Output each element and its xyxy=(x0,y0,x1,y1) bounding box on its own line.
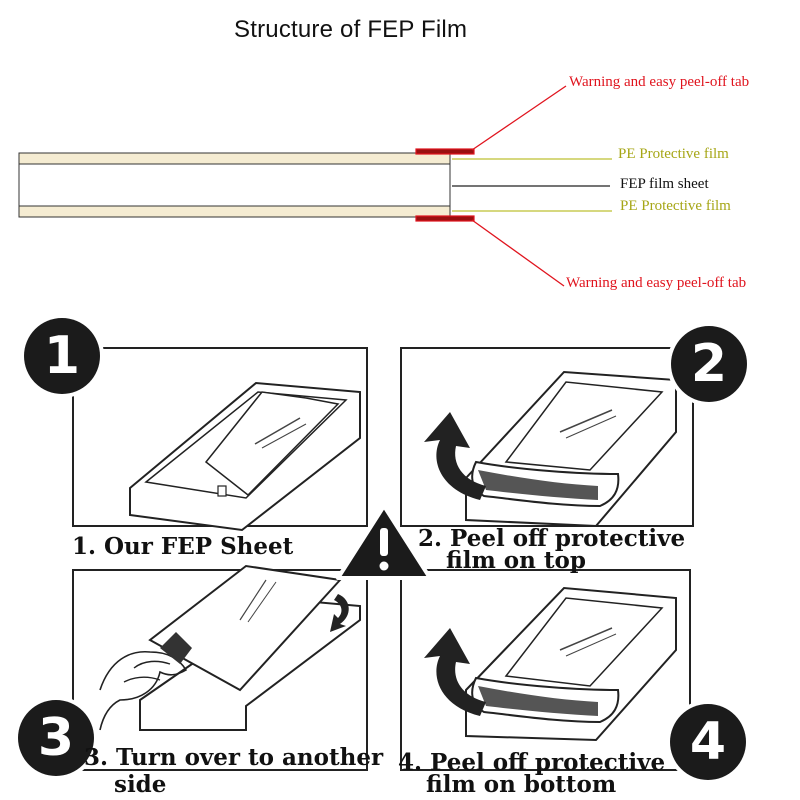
pe-layer-top xyxy=(18,152,451,165)
step-caption-1: 1. Our FEP Sheet xyxy=(72,533,294,560)
step-caption-3-line1: 3. Turn over to another xyxy=(84,744,384,771)
film-layer-stack xyxy=(18,148,475,222)
label-peel-tab-bottom: Warning and easy peel-off tab xyxy=(566,275,747,291)
step-number-3: 3 xyxy=(18,700,94,776)
peel-arrow-4 xyxy=(424,628,486,716)
diagram-title: Structure of FEP Film xyxy=(234,16,468,43)
leader-tab-bottom xyxy=(471,219,565,287)
label-fep-sheet: FEP film sheet xyxy=(620,176,709,192)
step-caption-4-line1: 4. Peel off protective xyxy=(398,749,666,776)
step-panel-4 xyxy=(400,569,691,771)
hand-3 xyxy=(99,650,188,731)
label-peel-tab-top: Warning and easy peel-off tab xyxy=(569,74,750,90)
step-caption-3-line2: side xyxy=(114,771,167,798)
step-caption-4-line2: film on bottom xyxy=(426,771,617,798)
step-panel-1 xyxy=(72,347,368,532)
warning-triangle-icon xyxy=(336,504,432,580)
pe-layer-bottom xyxy=(18,205,451,218)
turn-arrow-3 xyxy=(330,594,349,632)
step-panel-2 xyxy=(400,347,694,528)
film-sheet-1 xyxy=(204,391,340,497)
leader-tab-top xyxy=(471,85,567,151)
step-panel-3 xyxy=(72,564,368,771)
peel-arrow-2 xyxy=(424,412,486,500)
peel-tab-top xyxy=(415,148,475,155)
label-pe-film-bottom: PE Protective film xyxy=(620,198,731,214)
fep-layer xyxy=(18,163,451,207)
step-number-2: 2 xyxy=(671,326,747,402)
step-number-4: 4 xyxy=(670,704,746,780)
step-caption-2-line1: 2. Peel off protective xyxy=(418,525,686,552)
leader-lines xyxy=(452,85,612,287)
step-number-1: 1 xyxy=(24,318,100,394)
label-pe-film-top: PE Protective film xyxy=(618,146,729,162)
peel-tab-bottom xyxy=(415,215,475,222)
step-caption-2-line2: film on top xyxy=(446,547,586,574)
